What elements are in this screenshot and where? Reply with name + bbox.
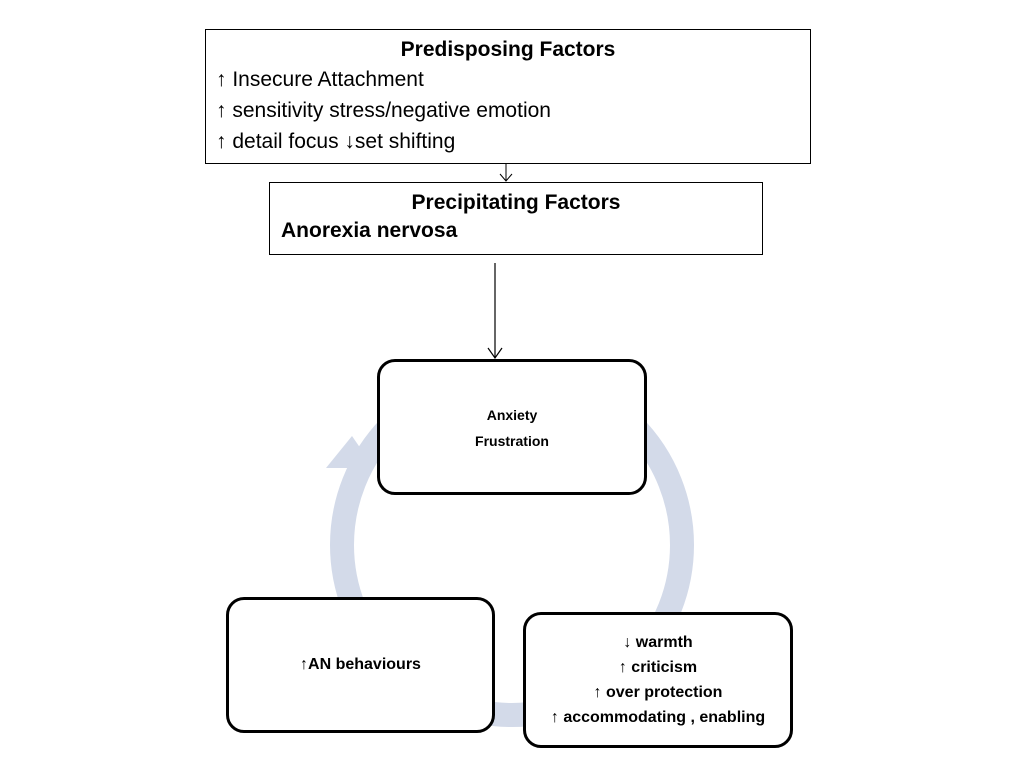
arrowhead-pre-to-prec (499, 173, 513, 182)
cycle-box-line: Anxiety (486, 407, 538, 423)
precipitating-title: Precipitating Factors (411, 191, 621, 214)
precipitating-factors-box: Precipitating Factors Anorexia nervosa (269, 182, 763, 255)
cycle-box-emotions: Anxiety Frustration (377, 359, 647, 495)
arrowhead-prec-to-cycle (487, 347, 503, 360)
cycle-box-family-responses: ↓ warmth ↑ criticism ↑ over protection ↑… (523, 612, 793, 748)
cycle-box-line: Frustration (475, 433, 549, 449)
predisposing-line: ↑ sensitivity stress/negative emotion (216, 99, 551, 122)
predisposing-line: ↑ Insecure Attachment (216, 68, 424, 91)
cycle-arrowhead (326, 436, 374, 468)
predisposing-line: ↑ detail focus ↓set shifting (216, 130, 456, 153)
precipitating-line: Anorexia nervosa (281, 219, 458, 242)
cycle-box-line: ↓ warmth (623, 634, 693, 651)
cycle-box-line: ↑ over protection (593, 684, 723, 701)
cycle-box-line: ↑ criticism (618, 659, 698, 676)
predisposing-title: Predisposing Factors (400, 38, 616, 61)
cycle-box-behaviours: ↑AN behaviours (226, 597, 495, 733)
cycle-box-line: ↑AN behaviours (300, 656, 421, 673)
predisposing-factors-box: Predisposing Factors ↑ Insecure Attachme… (205, 29, 811, 164)
cycle-box-line: ↑ accommodating , enabling (550, 709, 766, 726)
